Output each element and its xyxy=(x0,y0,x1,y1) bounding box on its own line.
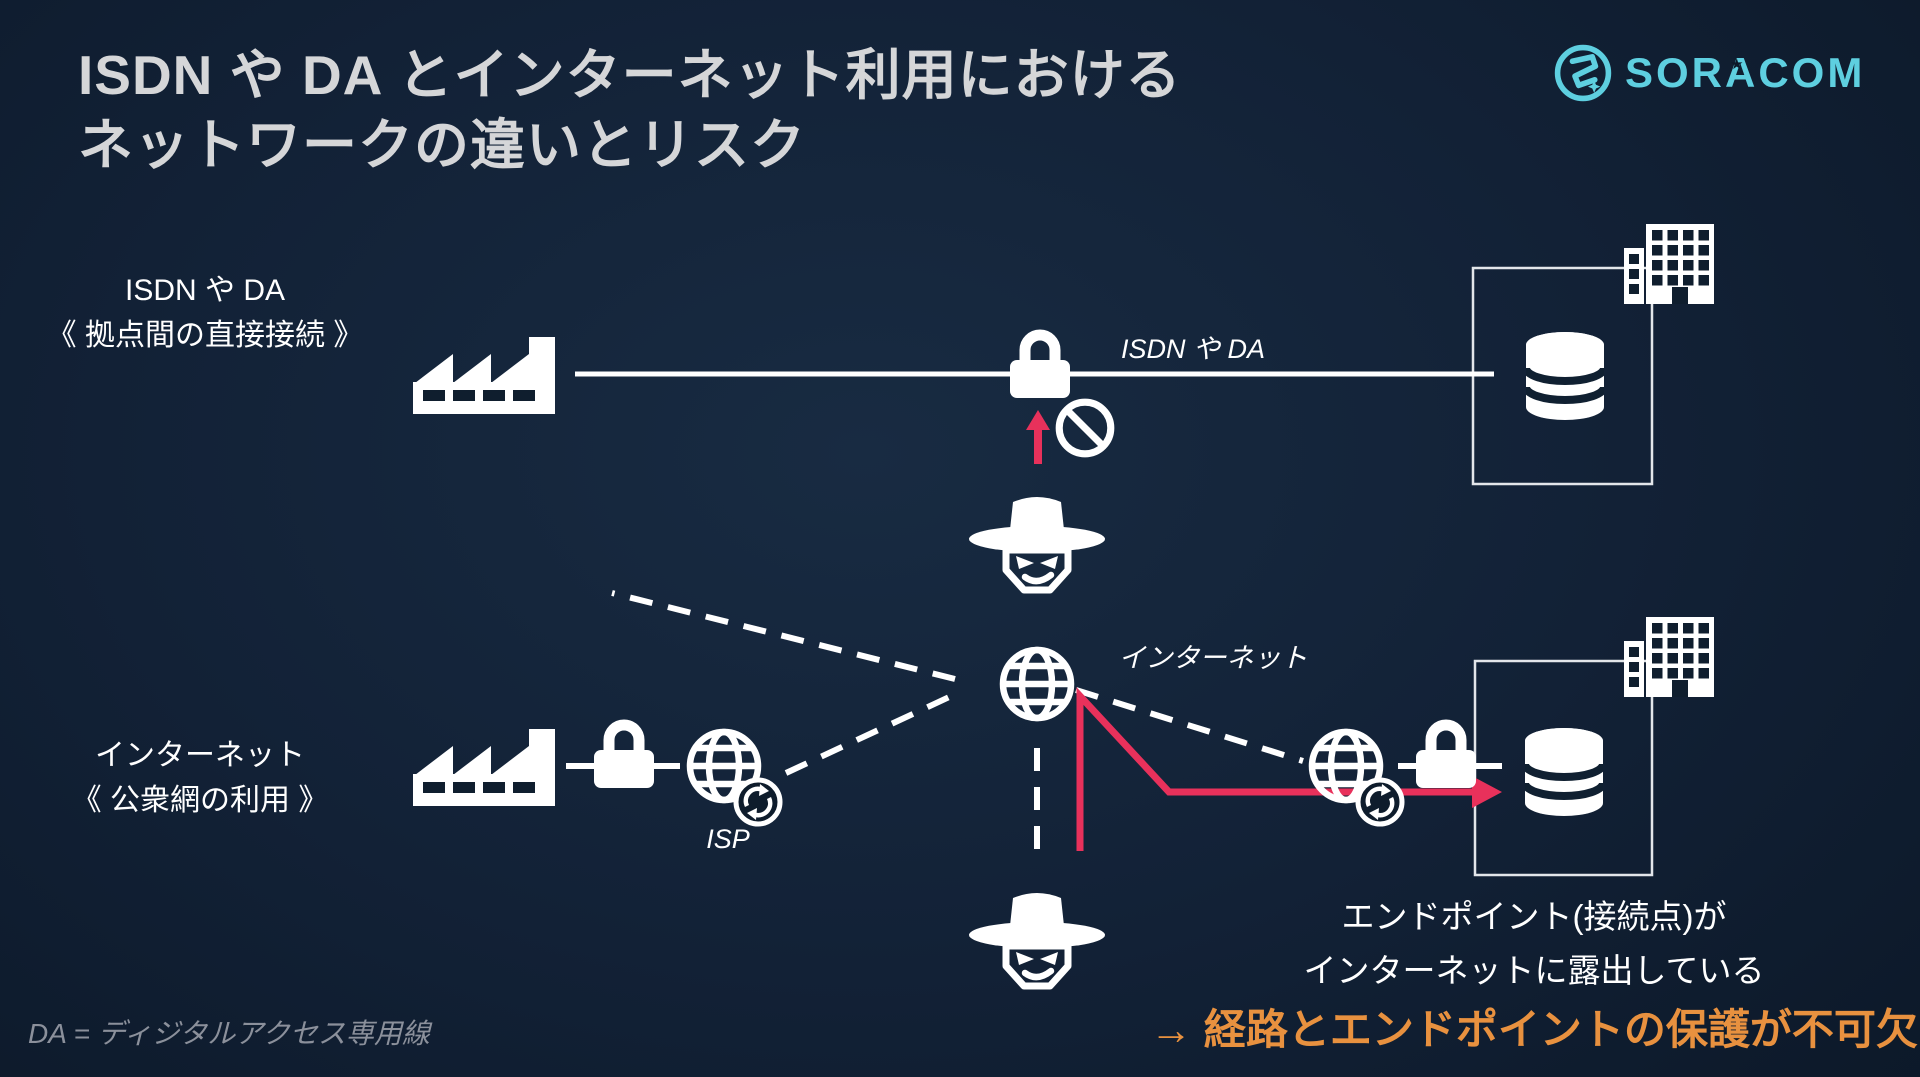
internet-label: インターネット xyxy=(1118,643,1308,673)
internet-row-label-line1: インターネット xyxy=(95,739,305,772)
isdn-row-label-line1: ISDN や DA xyxy=(124,274,286,307)
internet-dashed-links xyxy=(611,590,1304,864)
isp-globe-refresh-icon xyxy=(1312,732,1402,824)
isdn-row-label-line2: 《 拠点間の直接接続 》 xyxy=(46,319,364,352)
database-icon xyxy=(1525,728,1603,816)
internet-row-label-line2: 《 公衆網の利用 》 xyxy=(71,784,329,817)
isp-label: ISP xyxy=(706,824,750,854)
title-line2: ネットワークの違いとリスク xyxy=(78,114,807,176)
page-title: ISDN や DA とインターネット利用における ネットワークの違いとリスク xyxy=(78,40,1182,180)
logo-star-icon: ★ xyxy=(1730,56,1744,73)
factory-icon xyxy=(413,337,555,414)
isdn-line-label: ISDN や DA xyxy=(1120,334,1266,364)
lock-icon xyxy=(1416,725,1476,788)
isp-globe-refresh-icon xyxy=(690,732,780,824)
prohibition-icon xyxy=(1059,402,1111,454)
building-icon xyxy=(1624,224,1714,304)
callout-line1: エンドポイント(接続点)が xyxy=(1341,898,1727,935)
soracom-logo: SORACOM ★ xyxy=(1552,40,1865,106)
database-icon xyxy=(1526,332,1604,420)
soracom-logo-icon xyxy=(1554,44,1612,102)
lock-icon xyxy=(594,725,654,788)
isdn-row-label: ISDN や DA 《 拠点間の直接接続 》 xyxy=(15,268,395,358)
title-line1: ISDN や DA とインターネット利用における xyxy=(78,44,1182,106)
dashed-link-endpoint xyxy=(1075,687,1304,764)
hacker-icon xyxy=(969,497,1105,590)
hacker-icon xyxy=(969,893,1105,986)
building-icon xyxy=(1624,617,1714,697)
endpoint-callout: エンドポイント(接続点)が インターネットに露出している → 経路とエンドポイン… xyxy=(1146,890,1920,1060)
dashed-link-others xyxy=(611,590,956,682)
callout-line2: インターネットに露出している xyxy=(1303,952,1765,989)
factory-icon xyxy=(413,729,555,806)
up-arrow-icon xyxy=(1026,410,1050,464)
lock-icon xyxy=(1010,335,1070,398)
callout-warning: → 経路とエンドポイントの保護が不可欠 xyxy=(1150,1006,1918,1053)
footnote: DA = ディジタルアクセス専用線 xyxy=(28,1018,430,1049)
internet-row-label: インターネット 《 公衆網の利用 》 xyxy=(10,733,390,823)
soracom-logo-text: SORACOM xyxy=(1625,49,1866,96)
globe-icon xyxy=(1003,650,1071,718)
dashed-link-isp xyxy=(784,689,962,776)
